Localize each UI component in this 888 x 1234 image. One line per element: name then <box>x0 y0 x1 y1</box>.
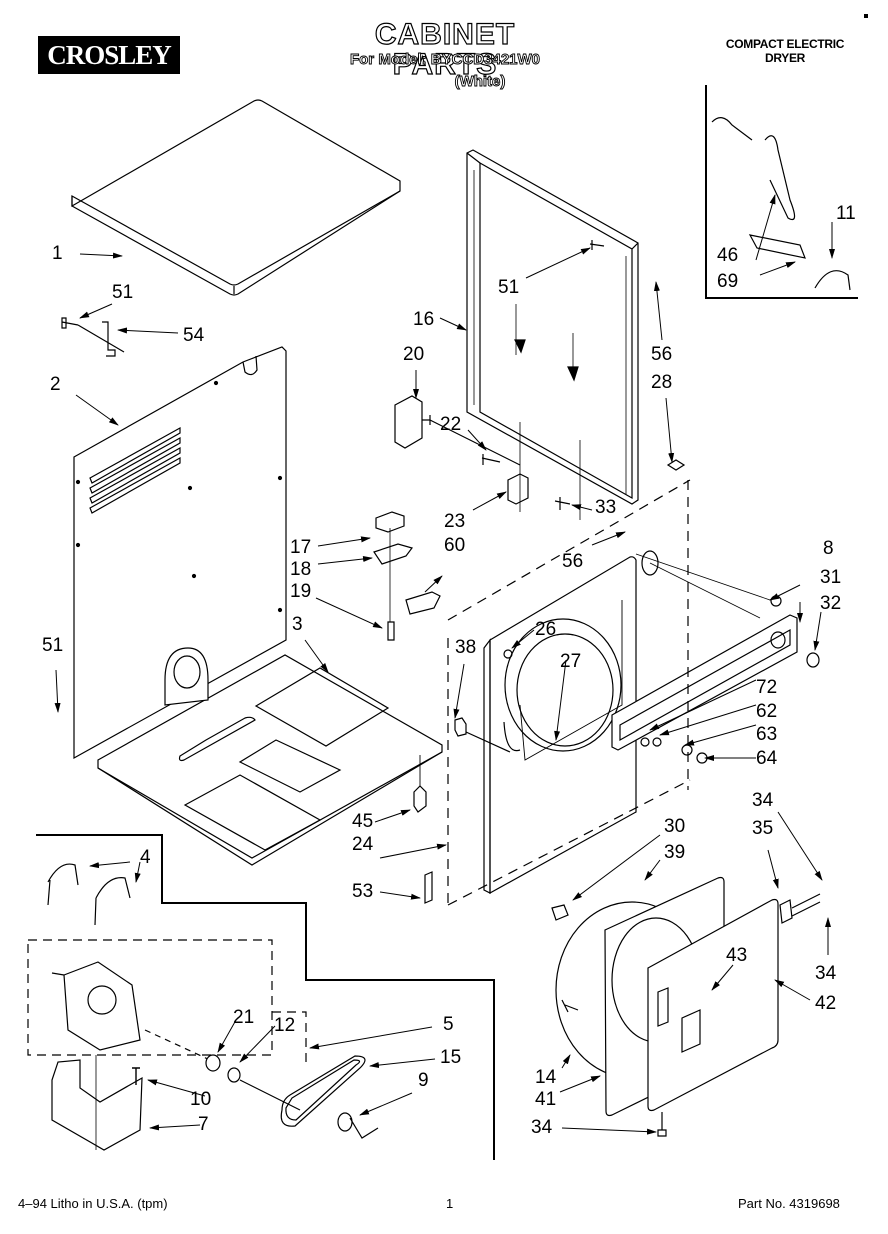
screw-clip-part <box>61 317 125 357</box>
timer-part <box>394 395 521 466</box>
registration-mark <box>864 14 868 18</box>
callout-8: 8 <box>823 538 834 559</box>
callout-16: 16 <box>413 309 435 330</box>
callout-11: 11 <box>836 203 856 224</box>
top-panel-part <box>71 99 401 296</box>
pulley-parts <box>132 1054 301 1111</box>
motor-clamp-parts <box>47 863 131 926</box>
callout-62: 62 <box>756 701 778 722</box>
callout-31: 31 <box>820 567 842 588</box>
page-number: 1 <box>446 1196 454 1211</box>
callout-5: 5 <box>443 1014 454 1035</box>
callout-26: 26 <box>535 619 557 640</box>
callout-54: 54 <box>183 325 205 346</box>
callout-17: 17 <box>290 537 312 558</box>
product-type-line1: COMPACT ELECTRIC <box>725 37 845 51</box>
assembly-dashed-outline <box>447 479 691 906</box>
callout-20: 20 <box>403 344 425 365</box>
callout-69: 69 <box>717 271 739 292</box>
print-info: 4–94 Litho in U.S.A. (tpm) <box>18 1196 168 1211</box>
callout-46: 46 <box>717 245 739 266</box>
brand-name: CROSLEY <box>47 39 172 70</box>
motor-mount-part <box>51 1055 143 1151</box>
product-type: COMPACT ELECTRIC DRYER <box>700 37 870 66</box>
callout-34: 34 <box>752 790 774 811</box>
callout-10: 10 <box>190 1089 212 1110</box>
callout-60: 60 <box>444 535 466 556</box>
callout-41: 41 <box>535 1089 557 1110</box>
rear-frame-part <box>466 149 639 505</box>
callout-27: 27 <box>560 651 582 672</box>
idler-pulley-part <box>337 1112 379 1139</box>
base-part <box>97 647 443 866</box>
callout-22: 22 <box>440 414 462 435</box>
part-number: Part No. 4319698 <box>738 1196 840 1211</box>
callout-56: 56 <box>562 551 584 572</box>
callout-12: 12 <box>274 1015 296 1036</box>
callout-51: 51 <box>112 282 134 303</box>
console-part <box>611 553 820 764</box>
callout-64: 64 <box>756 748 778 769</box>
callout-23: 23 <box>444 511 466 532</box>
callout-32: 32 <box>820 593 842 614</box>
callout-21: 21 <box>233 1007 255 1028</box>
callout-39: 39 <box>664 842 686 863</box>
callout-7: 7 <box>198 1114 209 1135</box>
callout-1: 1 <box>52 243 63 264</box>
assembly-boundary <box>36 834 495 1160</box>
callout-24: 24 <box>352 834 374 855</box>
motor-part <box>51 961 211 1061</box>
model-number: For Model: BYCCD3421W0 <box>349 51 541 68</box>
callout-34: 34 <box>815 963 837 984</box>
front-panel-part <box>483 550 659 895</box>
callout-15: 15 <box>440 1047 462 1068</box>
callout-14: 14 <box>535 1067 557 1088</box>
callout-19: 19 <box>290 581 312 602</box>
product-type-line2: DRYER <box>764 50 806 65</box>
callout-53: 53 <box>352 881 374 902</box>
leader-lines <box>54 194 835 1135</box>
color-variant: (White) <box>454 73 506 90</box>
callout-63: 63 <box>756 724 778 745</box>
callout-34: 34 <box>531 1117 553 1138</box>
door-switch-parts <box>373 511 441 641</box>
callout-2: 2 <box>50 374 61 395</box>
callout-56: 56 <box>651 344 673 365</box>
callout-28: 28 <box>651 372 673 393</box>
callout-51: 51 <box>42 635 64 656</box>
callout-9: 9 <box>418 1070 429 1091</box>
callout-33: 33 <box>595 497 617 518</box>
callout-43: 43 <box>726 945 748 966</box>
callout-42: 42 <box>815 993 837 1014</box>
brand-logo: CROSLEY <box>38 36 180 74</box>
door-assembly-part <box>551 876 821 1137</box>
callout-45: 45 <box>352 811 374 832</box>
page-title: CABINET PARTS <box>374 18 516 81</box>
callout-38: 38 <box>455 637 477 658</box>
callout-3: 3 <box>292 614 303 635</box>
callout-18: 18 <box>290 559 312 580</box>
callout-72: 72 <box>756 677 778 698</box>
power-cord-inset <box>705 85 858 299</box>
callout-30: 30 <box>664 816 686 837</box>
callout-4: 4 <box>140 847 151 868</box>
callout-35: 35 <box>752 818 774 839</box>
side-panel-part <box>73 346 287 760</box>
motor-dashed-box <box>27 939 307 1065</box>
drive-belt-part <box>280 1055 366 1127</box>
callout-51: 51 <box>498 277 520 298</box>
